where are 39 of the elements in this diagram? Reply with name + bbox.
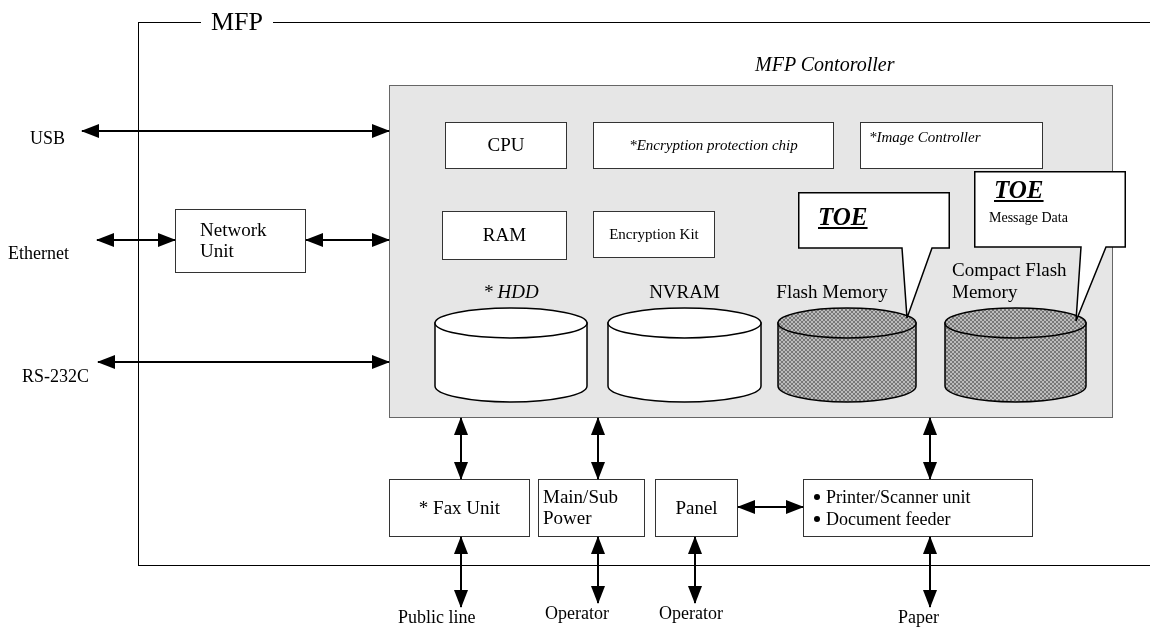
component-box: *Encryption protection chip	[593, 122, 834, 169]
double-arrow	[591, 536, 605, 604]
external-label: Ethernet	[8, 243, 97, 267]
external-label: Operator	[545, 603, 640, 629]
double-arrow	[454, 417, 468, 480]
external-label: Paper	[898, 607, 960, 633]
unit-box	[803, 479, 1033, 537]
callout-heading: TOE	[994, 175, 1044, 205]
component-box: *Image Controller	[860, 122, 1043, 169]
list-item: Printer/Scanner unit	[826, 486, 971, 508]
double-arrow	[96, 233, 176, 247]
storage-label: Compact Flash Memory	[952, 259, 1068, 303]
unit-box: Network Unit	[175, 209, 306, 273]
double-arrow	[737, 500, 804, 514]
storage-label: * HDD	[482, 281, 540, 303]
double-arrow	[591, 417, 605, 480]
double-arrow	[454, 536, 468, 608]
external-label: RS-232C	[22, 366, 98, 390]
double-arrow	[81, 124, 390, 138]
double-arrow	[923, 536, 937, 608]
double-arrow	[923, 417, 937, 480]
external-label: Public line	[398, 607, 508, 633]
storage-label: Flash Memory	[775, 281, 889, 303]
list-item: Document feeder	[826, 508, 951, 530]
unit-box: Main/Sub Power	[538, 479, 645, 537]
callout-text: Message Data	[989, 209, 1068, 227]
storage-label: NVRAM	[648, 281, 721, 303]
panel-heading: MFP Contoroller	[755, 52, 895, 76]
unit-box: Panel	[655, 479, 738, 537]
double-arrow	[305, 233, 390, 247]
double-arrow	[688, 536, 702, 604]
component-box: CPU	[445, 122, 567, 169]
callout-heading: TOE	[818, 202, 868, 232]
unit-box: * Fax Unit	[389, 479, 530, 537]
external-label: USB	[30, 128, 82, 152]
external-label: Operator	[659, 603, 751, 629]
component-box: RAM	[442, 211, 567, 260]
double-arrow	[97, 355, 390, 369]
component-box: Encryption Kit	[593, 211, 715, 258]
